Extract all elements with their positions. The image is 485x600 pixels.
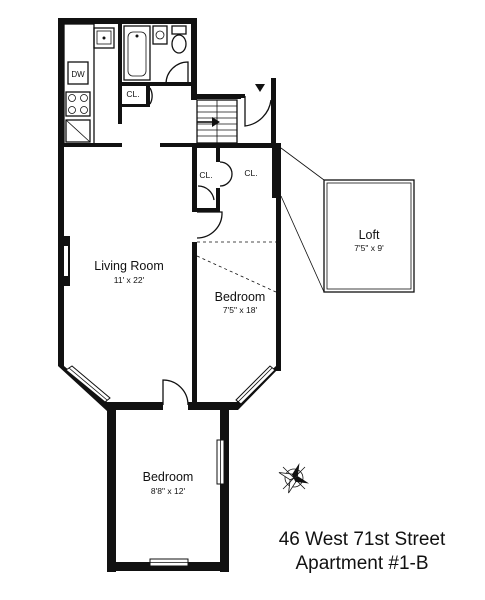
closet-label-left: CL. xyxy=(199,170,212,180)
bedroom-right-name: Bedroom xyxy=(215,290,266,304)
living-room-name: Living Room xyxy=(94,259,163,273)
bedroom-bottom-dims: 8'8" x 12' xyxy=(151,486,186,496)
interior-walls xyxy=(118,24,276,402)
bedroom-bottom-name: Bedroom xyxy=(143,470,194,484)
room-labels: Living Room 11' x 22' Bedroom 7'5" x 18'… xyxy=(94,89,384,496)
loft-name: Loft xyxy=(359,228,380,242)
stairs xyxy=(196,99,238,144)
living-room-dims: 11' x 22' xyxy=(114,275,145,285)
entry-marker-icon xyxy=(255,84,265,92)
dishwasher-label: DW xyxy=(71,70,85,79)
address-line-1: 46 West 71st Street xyxy=(278,529,446,550)
loft xyxy=(196,147,415,293)
closet-label-kitchen: CL. xyxy=(126,89,139,99)
compass-rose-icon xyxy=(278,462,310,494)
doors xyxy=(149,61,272,406)
kitchen-fixtures: DW xyxy=(63,23,115,145)
address-line-2: Apartment #1-B xyxy=(295,553,429,574)
closet-label-right: CL. xyxy=(244,168,257,178)
loft-dims: 7'5" x 9' xyxy=(354,243,384,253)
windows xyxy=(62,236,276,567)
bedroom-right-dims: 7'5" x 18' xyxy=(223,305,258,315)
bathroom-fixtures xyxy=(123,25,187,81)
address-block: 46 West 71st Street Apartment #1-B xyxy=(262,528,462,576)
